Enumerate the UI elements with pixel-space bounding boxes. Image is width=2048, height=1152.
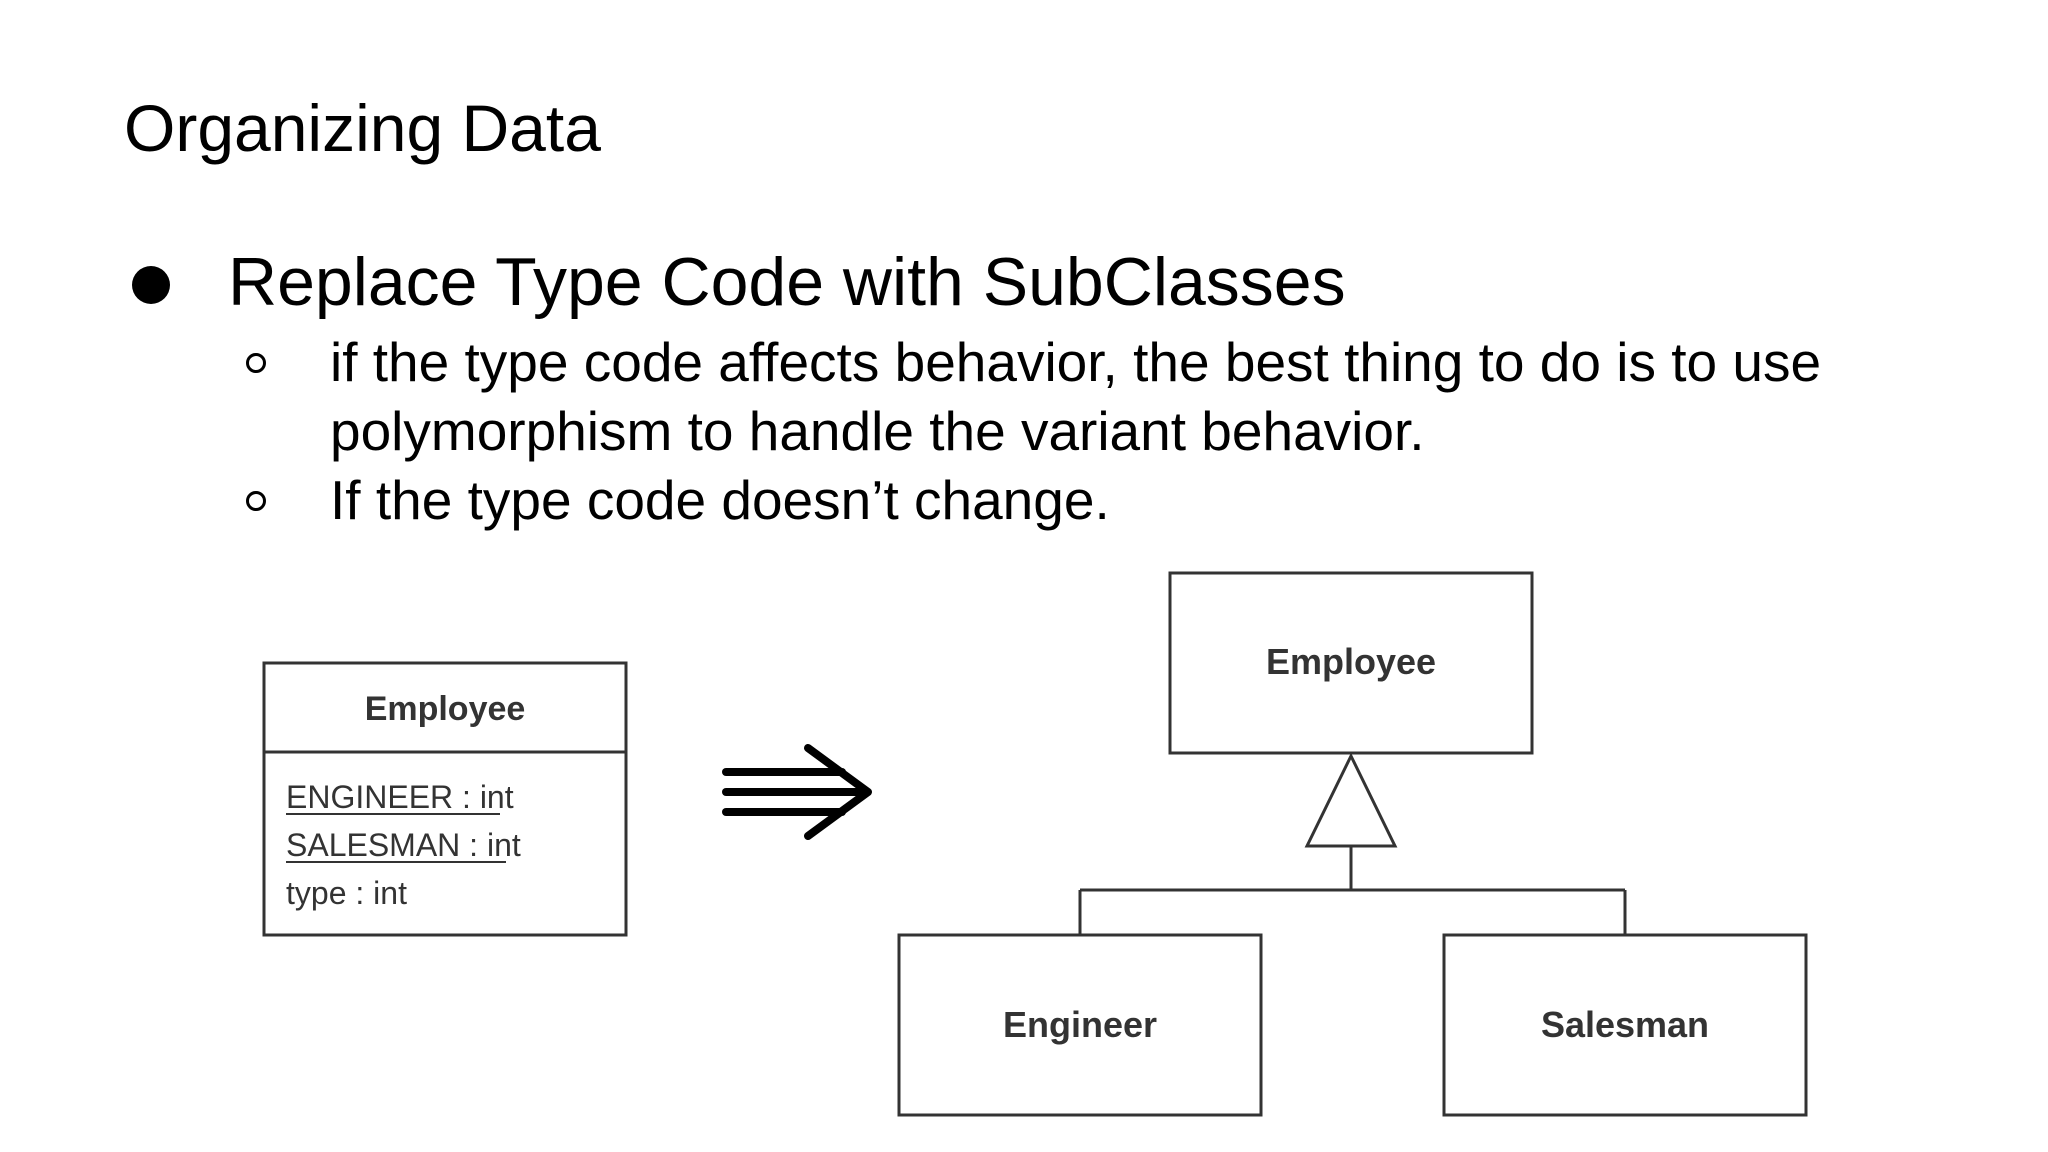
slide-title: Organizing Data — [124, 91, 601, 165]
before-attr-salesman: SALESMAN : int — [286, 827, 521, 863]
parent-class-name: Employee — [1266, 641, 1436, 682]
before-attr-engineer: ENGINEER : int — [286, 779, 514, 815]
sub-bullet-2-text: If the type code doesn’t change. — [330, 469, 1110, 531]
hollow-bullet-icon — [246, 491, 266, 511]
child-class-box-salesman — [1442, 933, 1808, 1117]
before-class-name: Employee — [365, 690, 526, 728]
child-class-box-engineer — [897, 933, 1263, 1117]
child-class-name-salesman: Salesman — [1541, 1004, 1709, 1045]
main-bullet-text: Replace Type Code with SubClasses — [228, 244, 1346, 320]
before-class-frame — [262, 661, 628, 937]
hollow-bullet-icon — [246, 353, 266, 373]
inheritance-triangle-icon — [1304, 752, 1398, 848]
before-class-box: Employee ENGINEER : int SALESMAN : int t… — [262, 661, 628, 937]
bullet-dot-icon — [132, 266, 170, 304]
before-attr-type: type : int — [286, 875, 407, 911]
triple-arrow-icon — [722, 744, 872, 840]
sub-bullet-1-text: if the type code affects behavior, the b… — [330, 331, 1822, 462]
child-class-name-engineer: Engineer — [1003, 1004, 1157, 1045]
after-hierarchy: Employee Engineer Salesman — [897, 571, 1808, 1117]
parent-class-box — [1168, 571, 1534, 755]
